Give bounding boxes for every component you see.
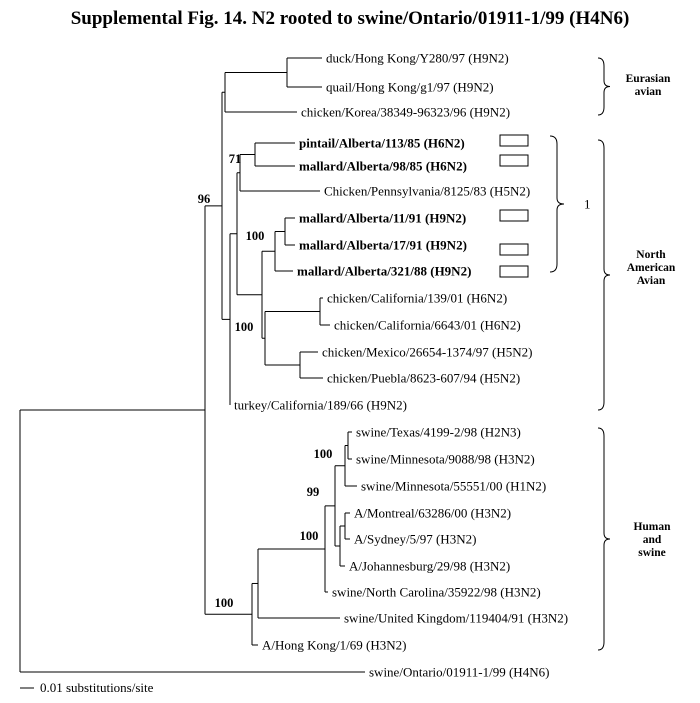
group-label-line: American	[627, 262, 676, 274]
taxon-labels: duck/Hong Kong/Y280/97 (H9N2) quail/Hong …	[234, 51, 568, 680]
group-label-line: Avian	[637, 275, 666, 287]
marker-box	[499, 243, 529, 256]
marker-box	[499, 154, 529, 167]
bootstrap-values: 96 71 100 100 100 99 100 100	[198, 152, 333, 610]
bootstrap-value: 100	[314, 447, 333, 461]
bootstrap-value: 99	[307, 485, 320, 499]
taxon-label: mallard/Alberta/17/91 (H9N2)	[299, 238, 467, 253]
north-american-brace	[597, 139, 611, 411]
cluster-label: 1	[584, 197, 591, 212]
taxon-label: A/Hong Kong/1/69 (H3N2)	[262, 638, 406, 653]
taxon-label: mallard/Alberta/98/85 (H6N2)	[299, 159, 467, 174]
marker-box	[499, 265, 529, 278]
marker-box	[499, 134, 529, 147]
taxon-label: swine/United Kingdom/119404/91 (H3N2)	[344, 611, 568, 626]
taxon-label: swine/Minnesota/55551/00 (H1N2)	[361, 479, 546, 494]
bootstrap-value: 100	[300, 529, 319, 543]
taxon-label: chicken/California/139/01 (H6N2)	[327, 291, 507, 306]
taxon-label: A/Montreal/63286/00 (H3N2)	[354, 506, 511, 521]
bootstrap-value: 100	[246, 229, 265, 243]
group-label-line: and	[643, 534, 662, 546]
taxon-label: duck/Hong Kong/Y280/97 (H9N2)	[326, 51, 509, 66]
taxon-label: A/Johannesburg/29/98 (H3N2)	[349, 559, 510, 574]
taxon-label: mallard/Alberta/321/88 (H9N2)	[297, 264, 471, 279]
figure-title: Supplemental Fig. 14. N2 rooted to swine…	[70, 8, 630, 29]
taxon-label: chicken/Puebla/8623-607/94 (H5N2)	[327, 371, 520, 386]
group-label-line: North	[636, 249, 666, 261]
bootstrap-value: 100	[235, 320, 254, 334]
group-label-line: Eurasian	[626, 73, 671, 85]
group-label-line: swine	[638, 547, 665, 559]
taxon-label: swine/Ontario/01911-1/99 (H4N6)	[369, 665, 549, 680]
taxon-label: chicken/Mexico/26654-1374/97 (H5N2)	[322, 345, 532, 360]
taxon-label: pintail/Alberta/113/85 (H6N2)	[299, 136, 465, 151]
taxon-label: A/Sydney/5/97 (H3N2)	[354, 532, 476, 547]
cluster-brace	[549, 135, 565, 273]
group-label-line: Human	[633, 521, 671, 533]
taxon-label: quail/Hong Kong/g1/97 (H9N2)	[326, 80, 494, 95]
bootstrap-value: 71	[229, 152, 242, 166]
tree-branches	[19, 57, 365, 673]
human-swine-brace	[597, 427, 611, 651]
bootstrap-value: 96	[198, 192, 211, 206]
taxon-label: swine/North Carolina/35922/98 (H3N2)	[332, 585, 541, 600]
marker-boxes	[499, 134, 529, 278]
taxon-label: chicken/California/6643/01 (H6N2)	[334, 318, 521, 333]
taxon-label: swine/Texas/4199-2/98 (H2N3)	[356, 425, 521, 440]
scale-bar-label: 0.01 substitutions/site	[40, 680, 154, 695]
taxon-label: mallard/Alberta/11/91 (H9N2)	[299, 211, 466, 226]
scale-bar: 0.01 substitutions/site	[20, 680, 154, 695]
bootstrap-value: 100	[215, 596, 234, 610]
taxon-label: chicken/Korea/38349-96323/96 (H9N2)	[301, 105, 510, 120]
group-label-line: avian	[635, 86, 662, 98]
eurasian-brace	[597, 57, 611, 116]
taxon-label: turkey/California/189/66 (H9N2)	[234, 398, 407, 413]
taxon-label: swine/Minnesota/9088/98 (H3N2)	[356, 452, 535, 467]
taxon-label: Chicken/Pennsylvania/8125/83 (H5N2)	[324, 184, 530, 199]
marker-box	[499, 209, 529, 222]
